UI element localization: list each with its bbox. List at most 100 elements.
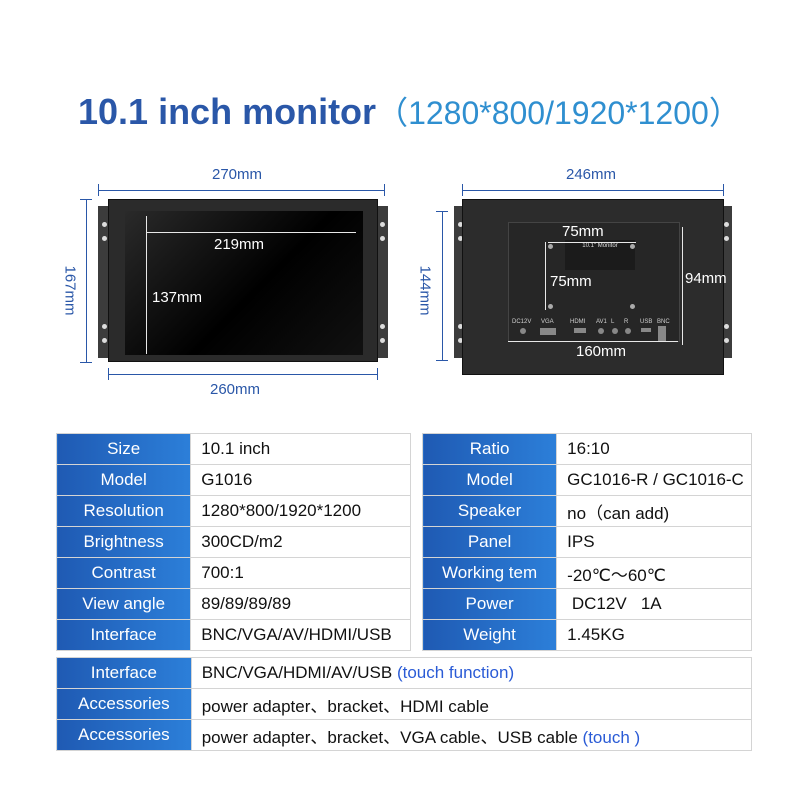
dim-tick — [98, 184, 99, 196]
spec-label: Interface — [55, 619, 192, 651]
model-sticker: 10.1" Monitor — [565, 240, 635, 270]
spec-value: no（can add) — [567, 503, 670, 523]
dim-line-vesa-horizontal — [548, 242, 636, 243]
spec-value: BNC/VGA/HDMI/AV/USB — [201, 663, 397, 682]
spec-label: Accessories — [56, 688, 192, 720]
vesa-hole — [630, 304, 635, 309]
dim-line-screen-width — [146, 232, 356, 233]
spec-label: Ratio — [421, 433, 558, 465]
dim-line-frame-width — [108, 374, 378, 375]
spec-label: Power — [421, 588, 558, 620]
title-resolution: （1280*800/1920*1200） — [376, 95, 741, 131]
spec-label: Model — [421, 464, 558, 496]
spec-label: Resolution — [55, 495, 192, 527]
dim-label-back-height: 144mm — [416, 265, 434, 316]
spec-row: Speaker no（can add) — [421, 495, 752, 527]
dim-line-panel-width — [508, 341, 678, 342]
spec-value: BNC/VGA/AV/HDMI/USB — [201, 625, 392, 644]
dim-tick — [80, 199, 92, 200]
spec-value-cell: 10.1 inch — [190, 433, 411, 465]
touch-note: (touch function) — [396, 663, 515, 682]
touch-note: (touch ) — [582, 727, 641, 747]
vesa-hole — [548, 304, 553, 309]
dim-tick — [377, 368, 378, 380]
dim-line-screen-height — [146, 216, 147, 354]
spec-label: Speaker — [421, 495, 558, 527]
spec-label: Contrast — [55, 557, 192, 589]
port-label-l: L — [611, 319, 615, 325]
spec-label: Working tem — [421, 557, 558, 589]
sticker-title: 10.1" Monitor — [582, 243, 618, 249]
spec-label: Accessories — [56, 719, 192, 751]
spec-value-cell: DC12V 1A — [556, 588, 752, 620]
spec-value: power adapter、bracket、VGA cable、USB cabl… — [201, 727, 583, 747]
dim-label-front-height: 167mm — [61, 265, 79, 316]
vesa-hole — [630, 244, 635, 249]
dim-label-vesa-vertical: 75mm — [550, 273, 592, 290]
spec-value-cell: G1016 — [190, 464, 411, 496]
mount-bracket-right — [376, 206, 388, 358]
port-label-vga: VGA — [541, 319, 554, 325]
dim-label-vesa-horizontal: 75mm — [562, 223, 604, 240]
spec-value-cell: BNC/VGA/HDMI/AV/USB (touch function) — [190, 657, 753, 689]
spec-row: Ratio 16:10 — [421, 433, 752, 465]
spec-value-cell: GC1016-R / GC1016-C — [556, 464, 752, 496]
spec-value-cell: -20℃～60℃ — [556, 557, 752, 589]
spec-row: Power DC12V 1A — [421, 588, 752, 620]
dim-label-frame-width: 260mm — [210, 381, 261, 398]
port-label-hdmi: HDMI — [570, 319, 586, 325]
dim-label-screen-height: 137mm — [152, 289, 203, 306]
dim-line-panel-height — [682, 227, 683, 345]
spec-value-cell: no（can add) — [556, 495, 752, 527]
mount-bracket-left — [98, 206, 110, 358]
spec-value: power adapter、bracket、HDMI cable — [201, 696, 489, 716]
port-label-av1: AV1 — [596, 319, 607, 325]
port-bnc — [658, 326, 666, 342]
dim-tick — [384, 184, 385, 196]
spec-row: Interface BNC/VGA/AV/HDMI/USB — [55, 619, 411, 651]
dim-line-front-height — [86, 199, 87, 363]
spec-row: Working tem-20℃～60℃ — [421, 557, 752, 589]
port-label-bnc: BNC — [657, 319, 670, 325]
spec-value-cell: 1280*800/1920*1200 — [190, 495, 411, 527]
port-label-usb: USB — [640, 319, 653, 325]
spec-label: View angle — [55, 588, 192, 620]
spec-value-cell: IPS — [556, 526, 752, 558]
spec-value: DC12V 1A — [567, 594, 662, 613]
spec-row: Accessories power adapter、bracket、VGA cab… — [56, 719, 753, 751]
dim-line-back-width — [462, 190, 724, 191]
spec-value: 10.1 inch — [201, 439, 271, 458]
spec-value: 300CD/m2 — [201, 532, 283, 551]
dim-tick — [80, 362, 92, 363]
dim-label-panel-height: 94mm — [685, 270, 727, 287]
spec-row: Accessories power adapter、bracket、HDMI ca… — [56, 688, 753, 720]
monitor-screen — [125, 211, 363, 355]
spec-value-cell: 700:1 — [190, 557, 411, 589]
spec-value: 16:10 — [567, 439, 610, 458]
spec-value-cell: power adapter、bracket、VGA cable、USB cabl… — [190, 719, 753, 751]
dim-label-screen-width: 219mm — [214, 236, 265, 253]
spec-value-cell: power adapter、bracket、HDMI cable — [190, 688, 753, 720]
port-label-dc12v: DC12V — [512, 319, 532, 325]
dim-tick — [436, 360, 448, 361]
port-vga — [540, 328, 556, 335]
spec-row: Contrast 700:1 — [55, 557, 411, 589]
spec-value-cell: BNC/VGA/AV/HDMI/USB — [190, 619, 411, 651]
spec-label: Weight — [421, 619, 558, 651]
dim-tick — [436, 211, 448, 212]
dim-line-back-height — [442, 211, 443, 361]
vesa-hole — [548, 244, 553, 249]
spec-value: 89/89/89/89 — [201, 594, 292, 613]
spec-value: 700:1 — [201, 563, 244, 582]
spec-label: Interface — [56, 657, 192, 689]
dim-tick — [462, 184, 463, 196]
spec-value: IPS — [567, 532, 595, 551]
port-r — [625, 328, 631, 334]
